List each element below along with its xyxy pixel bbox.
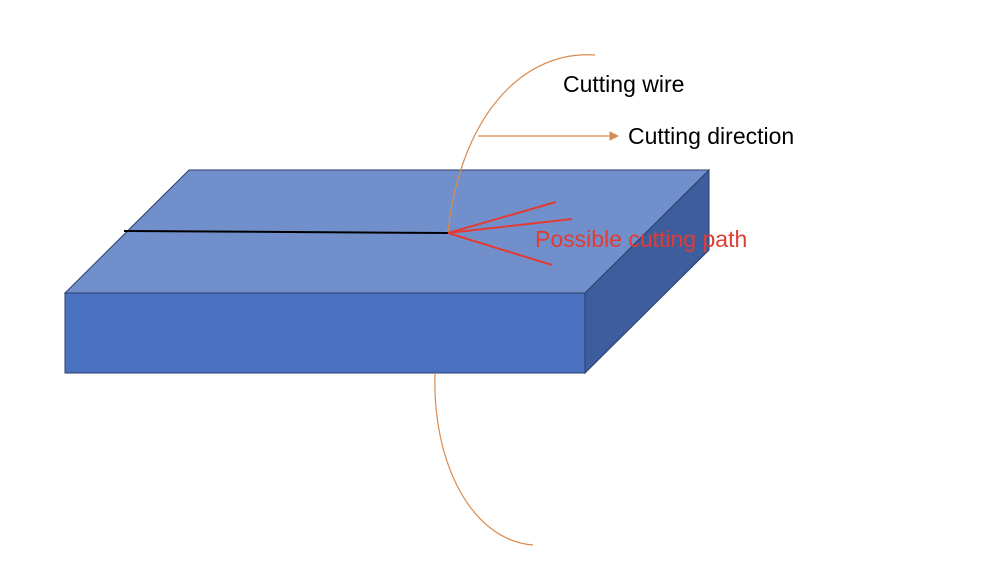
cutting-wire-upper	[447, 54, 596, 233]
cutting-path-line-2	[447, 218, 573, 234]
block-front-face	[64, 292, 586, 374]
cut-line	[123, 230, 449, 234]
possible-cutting-paths	[447, 201, 573, 266]
cutting-direction-label: Cutting direction	[628, 123, 794, 149]
cutting-wire-lower	[434, 372, 534, 546]
possible-cutting-path-label: Possible cutting path	[535, 226, 747, 252]
block-top-face	[63, 169, 711, 294]
cutting-path-line-3	[447, 232, 553, 266]
cutting-wire-label: Cutting wire	[563, 71, 684, 97]
cutting-path-line-1	[447, 201, 557, 234]
